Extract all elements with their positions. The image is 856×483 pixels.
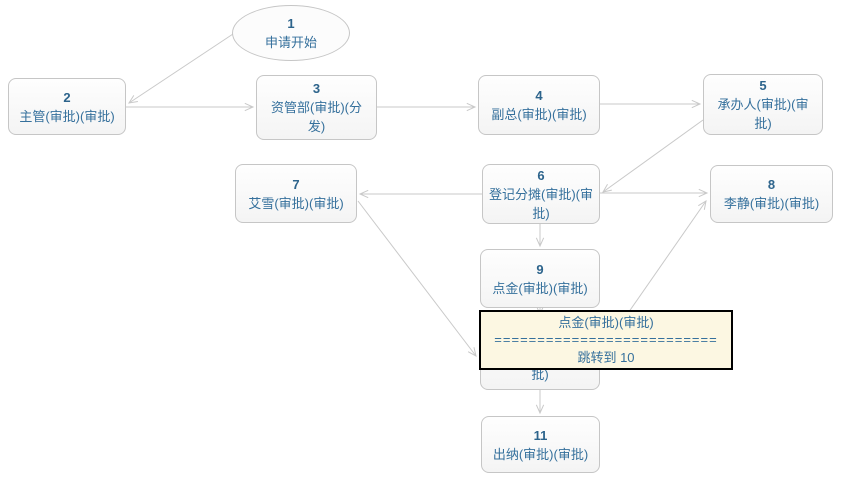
edge-6-to-7 — [358, 189, 482, 199]
node-number: 5 — [759, 78, 767, 93]
edge-4-to-5 — [600, 99, 702, 109]
node-number: 2 — [63, 89, 71, 105]
node-number: 11 — [533, 427, 548, 443]
node-label: 承办人(审批)(审 — [717, 97, 809, 112]
arrowhead-icon — [467, 347, 477, 357]
arrowhead-icon — [535, 237, 545, 248]
arrowhead-icon — [602, 183, 612, 193]
node-number: 3 — [312, 81, 321, 96]
node-label: 批) — [532, 205, 550, 221]
flow-node-8[interactable]: 8 李静(审批)(审批) — [710, 165, 833, 223]
arrowhead-icon — [535, 404, 545, 415]
edge-3-to-4 — [377, 102, 477, 112]
node-number: 7 — [292, 176, 300, 192]
edge-10-to-11 — [535, 390, 545, 415]
flow-node-5[interactable]: 5 承办人(审批)(审批) — [703, 74, 823, 135]
arrowhead-icon — [466, 102, 477, 112]
flow-node-11[interactable]: 11 出纳(审批)(审批) — [481, 416, 600, 473]
node-label: 艾雪(审批)(审批) — [248, 195, 344, 211]
flow-node-2[interactable]: 2 主管(审批)(审批) — [8, 78, 126, 135]
node-label: 发) — [307, 119, 326, 134]
node-label: 点金(审批)(审批) — [492, 280, 588, 296]
flow-node-9[interactable]: 9 点金(审批)(审批) — [480, 249, 600, 308]
flow-node-6[interactable]: 6 登记分摊(审批)(审批) — [482, 164, 600, 224]
node-label: 主管(审批)(审批) — [19, 108, 115, 124]
tooltip-title: 点金(审批)(审批) — [558, 315, 654, 331]
tooltip-action: 跳转到 10 — [577, 349, 635, 365]
flow-node-1[interactable]: 1 申请开始 — [232, 5, 350, 61]
edge-2-to-3 — [126, 102, 255, 112]
arrowhead-icon — [127, 95, 138, 104]
node-label: 批) — [754, 116, 772, 131]
edge-6-to-8 — [600, 188, 709, 198]
arrowhead-icon — [698, 188, 709, 198]
flow-node-3[interactable]: 3 资管部(审批)(分发) — [256, 75, 377, 140]
edge-7-to-10 — [357, 200, 477, 357]
arrowhead-icon — [698, 199, 707, 210]
arrowhead-icon — [691, 99, 702, 109]
node-label: 申请开始 — [264, 35, 317, 50]
node-label: 副总(审批)(审批) — [491, 107, 587, 122]
node-number: 8 — [767, 177, 776, 192]
edge-6-to-9 — [535, 224, 545, 248]
node-number: 4 — [535, 88, 543, 103]
node-label: 出纳(审批)(审批) — [492, 446, 589, 462]
node-number: 9 — [536, 261, 544, 277]
node-number: 6 — [537, 167, 545, 183]
node-number: 1 — [287, 16, 295, 31]
edge-5-to-6 — [602, 119, 704, 193]
node-label: 资管部(审批)(分 — [271, 100, 362, 115]
arrowhead-icon — [358, 189, 369, 199]
arrowhead-icon — [244, 102, 255, 112]
flow-node-4[interactable]: 4 副总(审批)(审批) — [478, 75, 600, 135]
node-label: 批) — [531, 367, 549, 382]
node-label: 登记分摊(审批)(审 — [489, 186, 593, 202]
node-tooltip: 点金(审批)(审批) ========================== 跳转… — [479, 310, 733, 370]
tooltip-separator: ========================== — [494, 332, 718, 348]
flow-node-7[interactable]: 7 艾雪(审批)(审批) — [235, 164, 357, 223]
edge-1-to-2 — [127, 33, 234, 104]
node-label: 李静(审批)(审批) — [723, 196, 820, 211]
